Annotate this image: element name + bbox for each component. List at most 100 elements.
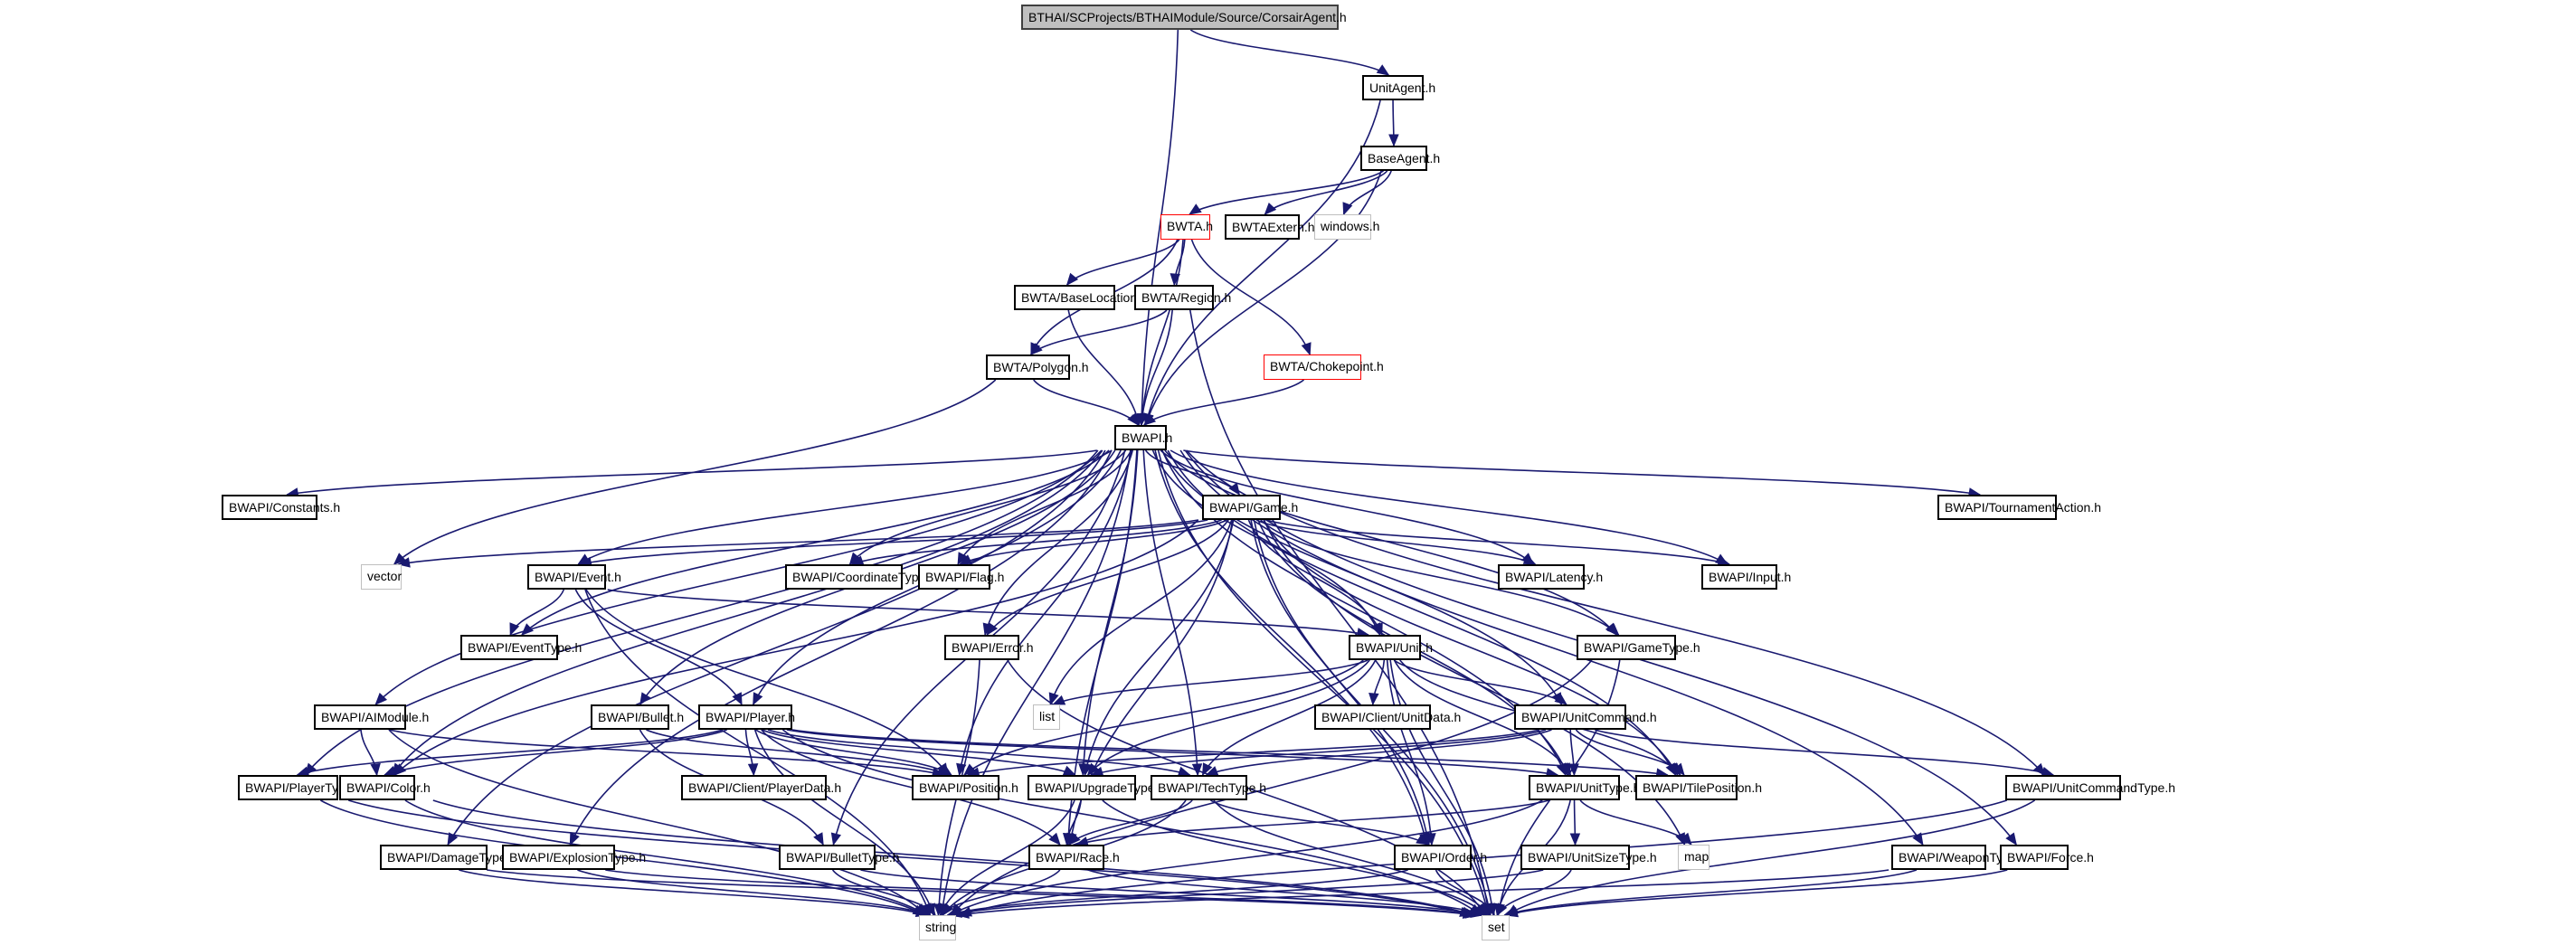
node-root[interactable]: BTHAI/SCProjects/BTHAIModule/Source/Cors…: [1021, 5, 1347, 30]
node-set[interactable]: set: [1482, 915, 1510, 940]
node-windows[interactable]: windows.h: [1314, 214, 1379, 240]
node-event[interactable]: BWAPI/Event.h: [527, 564, 621, 590]
edge-event-to-position: [585, 589, 949, 776]
node-playertype[interactable]: BWAPI/PlayerType.h: [238, 775, 363, 800]
edge-bwapi-to-set: [1157, 449, 1490, 916]
node-bullettype[interactable]: BWAPI/BulletType.h: [779, 845, 900, 870]
arrowhead-icon: [2005, 832, 2017, 846]
node-color[interactable]: BWAPI/Color.h: [339, 775, 431, 800]
edge-bwapi-to-order: [1154, 449, 1428, 846]
edge-upgradetype-to-set: [1102, 799, 1488, 916]
edge-unit-to-unittype: [1393, 659, 1572, 776]
node-list[interactable]: list: [1033, 704, 1060, 730]
edge-bwapi-to-gametype: [1164, 449, 1617, 636]
arrowhead-icon: [939, 902, 952, 916]
node-region[interactable]: BWTA/Region.h: [1134, 285, 1231, 310]
arrowhead-icon: [1474, 906, 1489, 917]
node-techtype[interactable]: BWAPI/TechType.h: [1151, 775, 1266, 800]
node-baseagent[interactable]: BaseAgent.h: [1360, 146, 1440, 171]
node-unitsizetype[interactable]: BWAPI/UnitSizeType.h: [1520, 845, 1657, 870]
node-error[interactable]: BWAPI/Error.h: [944, 635, 1034, 660]
edge-root-to-unitagent: [1189, 29, 1389, 76]
node-eventtype[interactable]: BWAPI/EventType.h: [460, 635, 582, 660]
node-vector[interactable]: vector: [361, 564, 402, 590]
edge-bwapi-to-techtype: [1142, 449, 1199, 776]
arrowhead-icon: [569, 832, 580, 846]
edge-game-to-vector: [398, 519, 1199, 565]
node-string[interactable]: string: [919, 915, 956, 940]
node-bwtaextern[interactable]: BWTAExtern.h: [1225, 214, 1315, 240]
arrowhead-icon: [1062, 832, 1074, 846]
edge-unittype-to-string: [950, 799, 1543, 916]
arrowhead-icon: [1052, 695, 1066, 705]
edge-game-to-list: [1049, 519, 1233, 705]
edge-force-to-set: [1506, 869, 2008, 916]
node-tournament[interactable]: BWAPI/TournamentAction.h: [1937, 495, 2101, 520]
node-unit[interactable]: BWAPI/Unit.h: [1349, 635, 1433, 660]
node-bwapi[interactable]: BWAPI.h: [1114, 425, 1172, 450]
node-upgradetype[interactable]: BWAPI/UpgradeType.h: [1028, 775, 1165, 800]
edge-root-to-bwapi: [1141, 29, 1179, 426]
node-unittype[interactable]: BWAPI/UnitType.h: [1529, 775, 1640, 800]
node-latency[interactable]: BWAPI/Latency.h: [1498, 564, 1603, 590]
node-playerdata[interactable]: BWAPI/Client/PlayerData.h: [681, 775, 841, 800]
edge-unit-to-techtype: [1201, 659, 1377, 776]
node-game[interactable]: BWAPI/Game.h: [1202, 495, 1298, 520]
edge-bwapi-to-event: [577, 449, 1113, 565]
node-weapontype[interactable]: BWAPI/WeaponType.h: [1891, 845, 2027, 870]
node-damagetype[interactable]: BWAPI/DamageType.h: [380, 845, 516, 870]
edge-unit-to-order: [1386, 659, 1433, 846]
edge-aimodule-to-position: [389, 729, 944, 776]
edge-unitcommand-to-position: [967, 729, 1540, 776]
edge-explosiontype-to-string: [577, 869, 931, 916]
arrowhead-icon: [1048, 832, 1061, 846]
node-map[interactable]: map: [1678, 845, 1709, 870]
edge-unit-to-upgradetype: [1087, 659, 1370, 776]
edge-unit-to-list: [1053, 659, 1368, 705]
node-unitdata[interactable]: BWAPI/Client/UnitData.h: [1314, 704, 1461, 730]
edge-unitsizetype-to-string: [950, 869, 1544, 916]
node-baseloc[interactable]: BWTA/BaseLocation.h: [1014, 285, 1148, 310]
arrowhead-icon: [956, 908, 970, 919]
edge-race-to-set: [1087, 869, 1488, 916]
node-bwta[interactable]: BWTA.h: [1160, 214, 1213, 240]
edge-game-to-color: [393, 519, 1199, 776]
arrowhead-icon: [1505, 907, 1519, 918]
node-position[interactable]: BWAPI/Position.h: [912, 775, 1018, 800]
edge-game-to-flag: [959, 519, 1227, 565]
edge-game-to-tileposition: [1263, 519, 1679, 776]
arrowhead-icon: [732, 692, 743, 706]
arrowhead-icon: [1127, 412, 1140, 427]
edge-unittype-to-map: [1579, 799, 1692, 846]
node-unitagent[interactable]: UnitAgent.h: [1362, 75, 1435, 100]
node-constants[interactable]: BWAPI/Constants.h: [222, 495, 340, 520]
edge-weapontype-to-string: [957, 869, 1889, 916]
arrowhead-icon: [1048, 692, 1059, 706]
edge-bwapi-to-tournament: [1183, 449, 1981, 496]
edge-baseagent-to-bwta: [1189, 170, 1384, 215]
node-force[interactable]: BWAPI/Force.h: [2000, 845, 2094, 870]
edge-player-to-position: [755, 729, 952, 776]
node-order[interactable]: BWAPI/Order.h: [1394, 845, 1487, 870]
node-unitcommand[interactable]: BWAPI/UnitCommand.h: [1514, 704, 1657, 730]
node-polygon[interactable]: BWTA/Polygon.h: [986, 354, 1089, 380]
node-chokepoint[interactable]: BWTA/Chokepoint.h: [1264, 354, 1384, 380]
node-explosiontype[interactable]: BWAPI/ExplosionType.h: [502, 845, 646, 870]
node-tileposition[interactable]: BWAPI/TilePosition.h: [1635, 775, 1762, 800]
arrowhead-icon: [747, 763, 759, 777]
node-gametype[interactable]: BWAPI/GameType.h: [1577, 635, 1700, 660]
node-aimodule[interactable]: BWAPI/AIModule.h: [314, 704, 429, 730]
edge-upgradetype-to-string: [939, 799, 1075, 916]
node-unitcommandtype[interactable]: BWAPI/UnitCommandType.h: [2005, 775, 2175, 800]
edge-game-to-latency: [1255, 519, 1536, 565]
node-race[interactable]: BWAPI/Race.h: [1028, 845, 1120, 870]
node-flag[interactable]: BWAPI/Flag.h: [918, 564, 1004, 590]
node-player[interactable]: BWAPI/Player.h: [698, 704, 795, 730]
node-bullet[interactable]: BWAPI/Bullet.h: [591, 704, 684, 730]
node-input[interactable]: BWAPI/Input.h: [1701, 564, 1791, 590]
node-coordtype[interactable]: BWAPI/CoordinateType.h: [785, 564, 936, 590]
edge-bwapi-to-aimodule: [374, 449, 1103, 705]
arrowhead-icon: [830, 832, 842, 846]
arrowhead-icon: [393, 763, 407, 776]
arrowhead-icon: [986, 622, 999, 637]
